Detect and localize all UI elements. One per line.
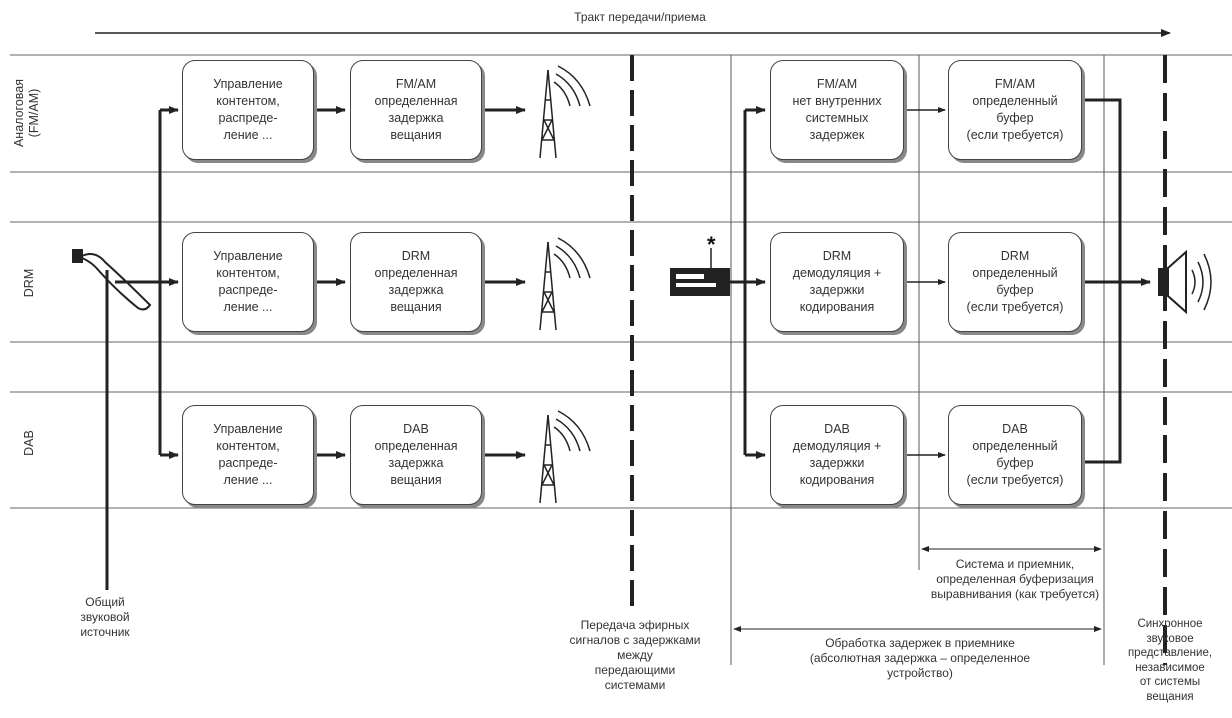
- buffer-box-drm: DRM определенный буфер (если требуется): [948, 232, 1082, 332]
- row-label-analog: Аналоговая (FM/AM): [12, 78, 41, 148]
- tower-icon-drm: [539, 237, 591, 331]
- content-box-analog: Управление контентом, распреде- ление ..…: [182, 60, 314, 160]
- receiver-icon: [670, 248, 730, 296]
- row-label-dab: DAB: [22, 430, 36, 456]
- source-caption: Общий звуковой источник: [80, 595, 130, 639]
- sync-output-caption: Синхронное звуковое представление, незав…: [1127, 618, 1213, 703]
- delay-box-dab: DAB определенная задержка вещания: [350, 405, 482, 505]
- delay-box-analog: FM/AM определенная задержка вещания: [350, 60, 482, 160]
- row-label-drm: DRM: [22, 268, 36, 298]
- receiver-asterisk: *: [707, 232, 716, 257]
- buffer-box-dab: DAB определенный буфер (если требуется): [948, 405, 1082, 505]
- rx-box-drm: DRM демодуляция + задержки кодирования: [770, 232, 904, 332]
- rx-box-dab: DAB демодуляция + задержки кодирования: [770, 405, 904, 505]
- content-box-dab: Управление контентом, распреде- ление ..…: [182, 405, 314, 505]
- direction-label: Тракт передачи/приема: [574, 10, 706, 24]
- source-feed: [105, 106, 179, 590]
- buffer-box-analog: FM/AM определенный буфер (если требуется…: [948, 60, 1082, 160]
- reference-lines: [730, 55, 1105, 665]
- rx-processing-caption: Обработка задержек в приемнике (абсолютн…: [809, 636, 1031, 680]
- speaker-icon: [1158, 249, 1212, 315]
- content-box-drm: Управление контентом, распреде- ление ..…: [182, 232, 314, 332]
- tower-icon-analog: [539, 65, 591, 159]
- air-transmission-caption: Передача эфирных сигналов с задержками м…: [569, 618, 701, 692]
- buffering-caption: Система и приемник, определенная буфериз…: [930, 557, 1100, 601]
- rx-box-analog: FM/AM нет внутренних системных задержек: [770, 60, 904, 160]
- row-separators: [10, 54, 1232, 509]
- microphone-icon: [72, 249, 152, 311]
- delay-box-drm: DRM определенная задержка вещания: [350, 232, 482, 332]
- tower-icon-dab: [539, 410, 591, 504]
